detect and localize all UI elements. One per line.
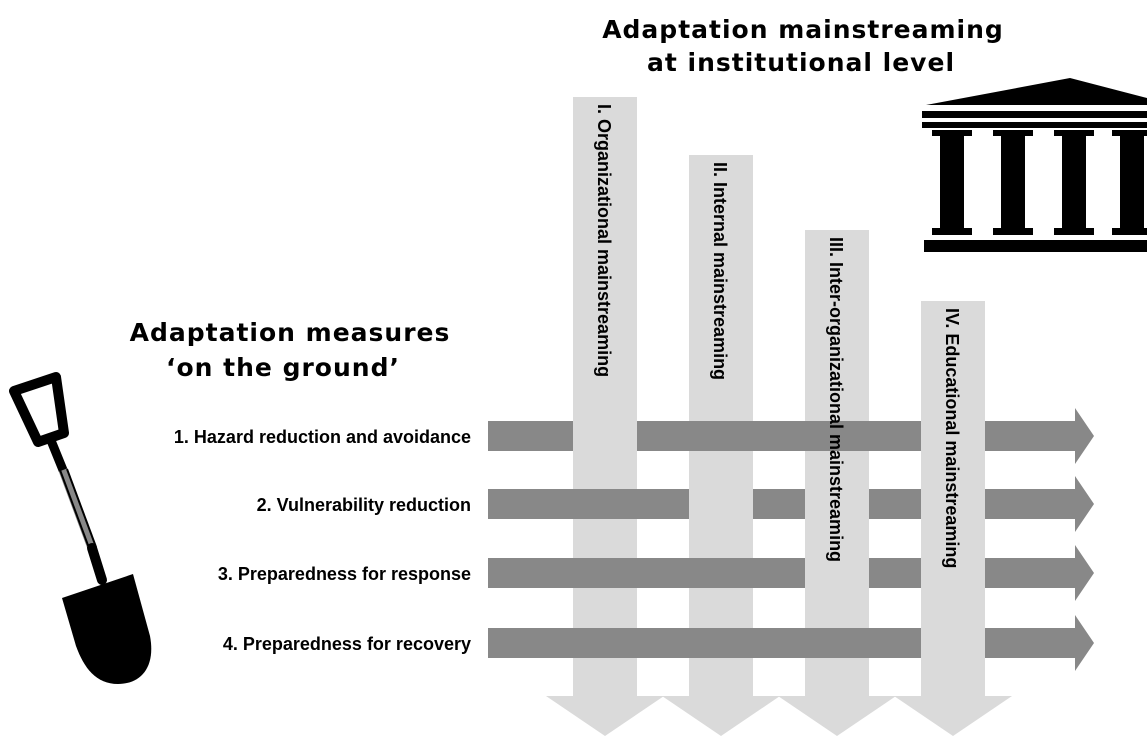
measure-label-4: 4. Preparedness for recovery (223, 634, 471, 654)
ground-title-line1: Adaptation measures (130, 318, 451, 347)
institutional-title-line2: at institutional level (647, 48, 955, 77)
mainstreaming-label-2: II. Internal mainstreaming (710, 162, 730, 380)
measure-4-over-col-1 (573, 628, 637, 658)
measure-3-over-col-1 (573, 558, 637, 588)
ground-title: Adaptation measures ‘on the ground’ (130, 318, 451, 382)
measure-1-over-col-2 (689, 421, 753, 451)
institutional-title: Adaptation mainstreaming at institutiona… (602, 15, 1004, 77)
mainstreaming-arrow-4 (894, 301, 1012, 736)
measure-label-2: 2. Vulnerability reduction (257, 495, 471, 515)
mainstreaming-labels: I. Organizational mainstreaming II. Inte… (594, 104, 962, 568)
institution-building-icon (922, 78, 1147, 252)
institutional-title-line1: Adaptation mainstreaming (602, 15, 1004, 44)
shovel-icon (9, 372, 152, 684)
mainstreaming-label-1: I. Organizational mainstreaming (594, 104, 614, 377)
measure-arrow-overlaps (573, 421, 869, 658)
measure-label-1: 1. Hazard reduction and avoidance (174, 427, 471, 447)
mainstreaming-label-4: IV. Educational mainstreaming (942, 308, 962, 568)
measure-3-over-col-2 (689, 558, 753, 588)
measure-labels: 1. Hazard reduction and avoidance 2. Vul… (174, 427, 471, 654)
ground-title-line2: ‘on the ground’ (166, 353, 400, 382)
measure-1-over-col-3 (805, 421, 869, 451)
measure-4-over-col-3 (805, 628, 869, 658)
mainstreaming-label-3: III. Inter-organizational mainstreaming (826, 237, 846, 562)
measure-label-3: 3. Preparedness for response (218, 564, 471, 584)
mainstreaming-arrow-3 (778, 230, 896, 736)
measure-4-over-col-2 (689, 628, 753, 658)
measure-2-over-col-1 (573, 489, 637, 519)
